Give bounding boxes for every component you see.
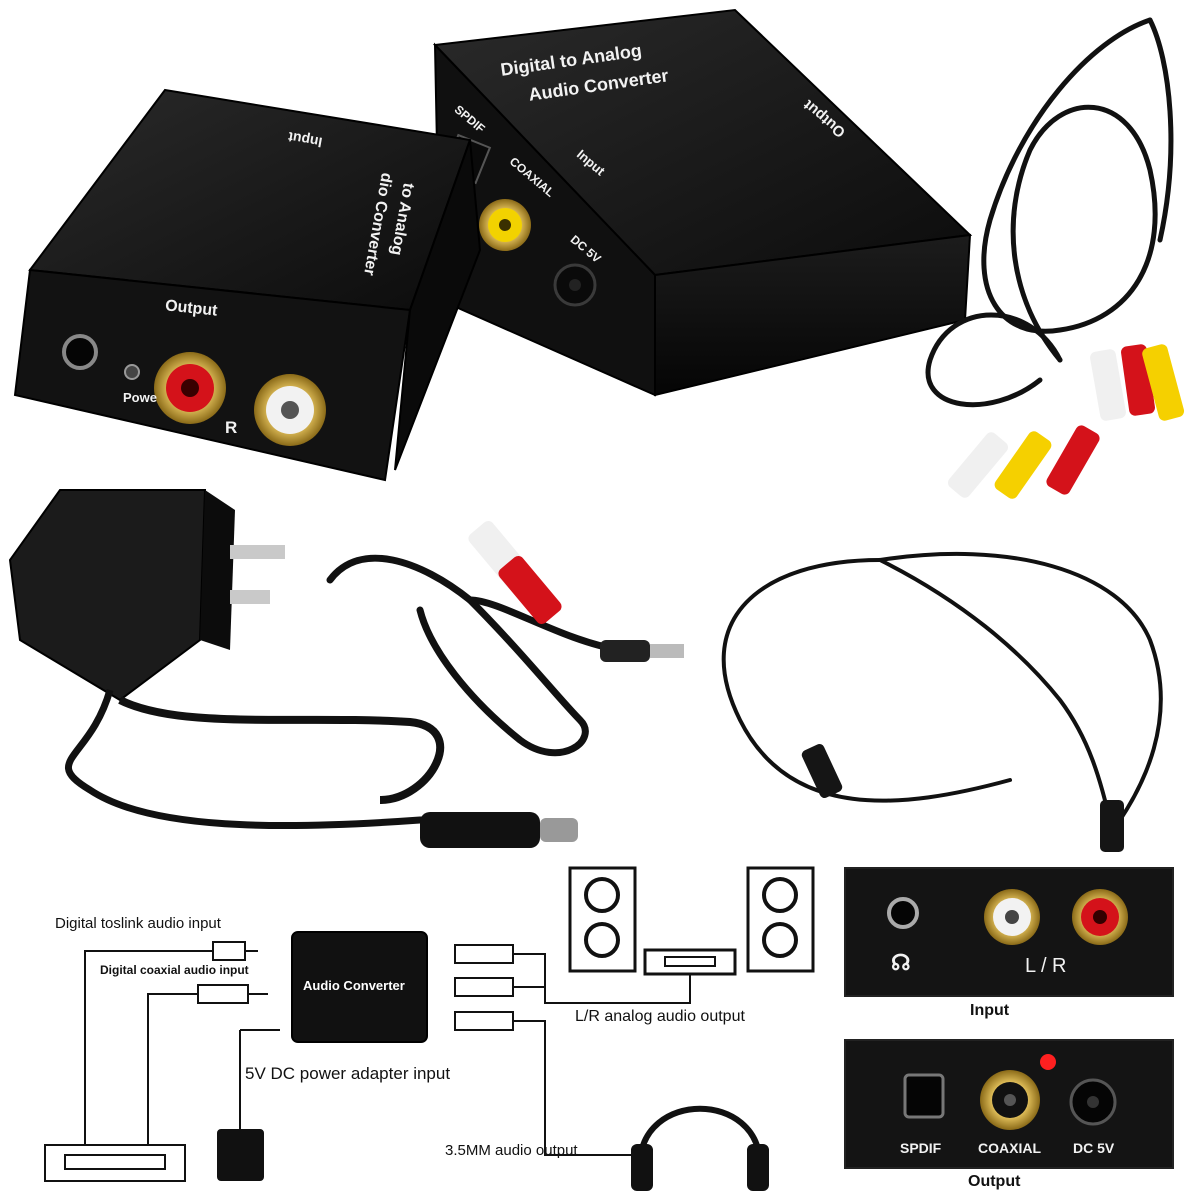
- speaker-left: [568, 866, 637, 973]
- panel-input-caption: Input: [970, 1002, 1010, 1019]
- panel-output-caption: Output: [968, 1173, 1021, 1190]
- label-toslink-input: Digital toslink audio input: [55, 915, 221, 932]
- front-right-label: R: [225, 418, 238, 437]
- panel-headphone-icon: ☊: [891, 950, 911, 975]
- panel-coaxial-label: COAXIAL: [978, 1140, 1041, 1156]
- aux-to-rca-cable: [326, 520, 684, 757]
- panel-dc-label: DC 5V: [1073, 1140, 1115, 1156]
- speaker-right: [746, 866, 815, 973]
- label-dc-input: 5V DC power adapter input: [245, 1064, 451, 1083]
- label-converter: Audio Converter: [303, 978, 405, 993]
- label-3-5mm-output: 3.5MM audio output: [445, 1142, 578, 1159]
- label-lr-output: L/R analog audio output: [575, 1008, 745, 1025]
- headphone-jack: [62, 334, 98, 370]
- panel-photo-input: [844, 867, 1174, 997]
- label-coaxial-input: Digital coaxial audio input: [100, 963, 249, 977]
- panel-led: [1040, 1054, 1056, 1070]
- diagram-converter-box: [291, 931, 428, 1043]
- power-led: [124, 364, 140, 380]
- connection-diagram: [44, 866, 815, 1191]
- panel-photo-output: [844, 1039, 1174, 1169]
- converter-front-unit: [13, 88, 482, 482]
- panel-spdif-label: SPDIF: [900, 1140, 942, 1156]
- converter-back-unit: [432, 8, 973, 397]
- power-adapter: [8, 489, 578, 848]
- rca-av-cable: [925, 17, 1185, 499]
- front-power-label: Powe: [123, 390, 157, 405]
- headphones-icon: [637, 1105, 763, 1166]
- panel-lr-label: L / R: [1025, 955, 1067, 977]
- optical-toslink-cable: [721, 551, 1163, 852]
